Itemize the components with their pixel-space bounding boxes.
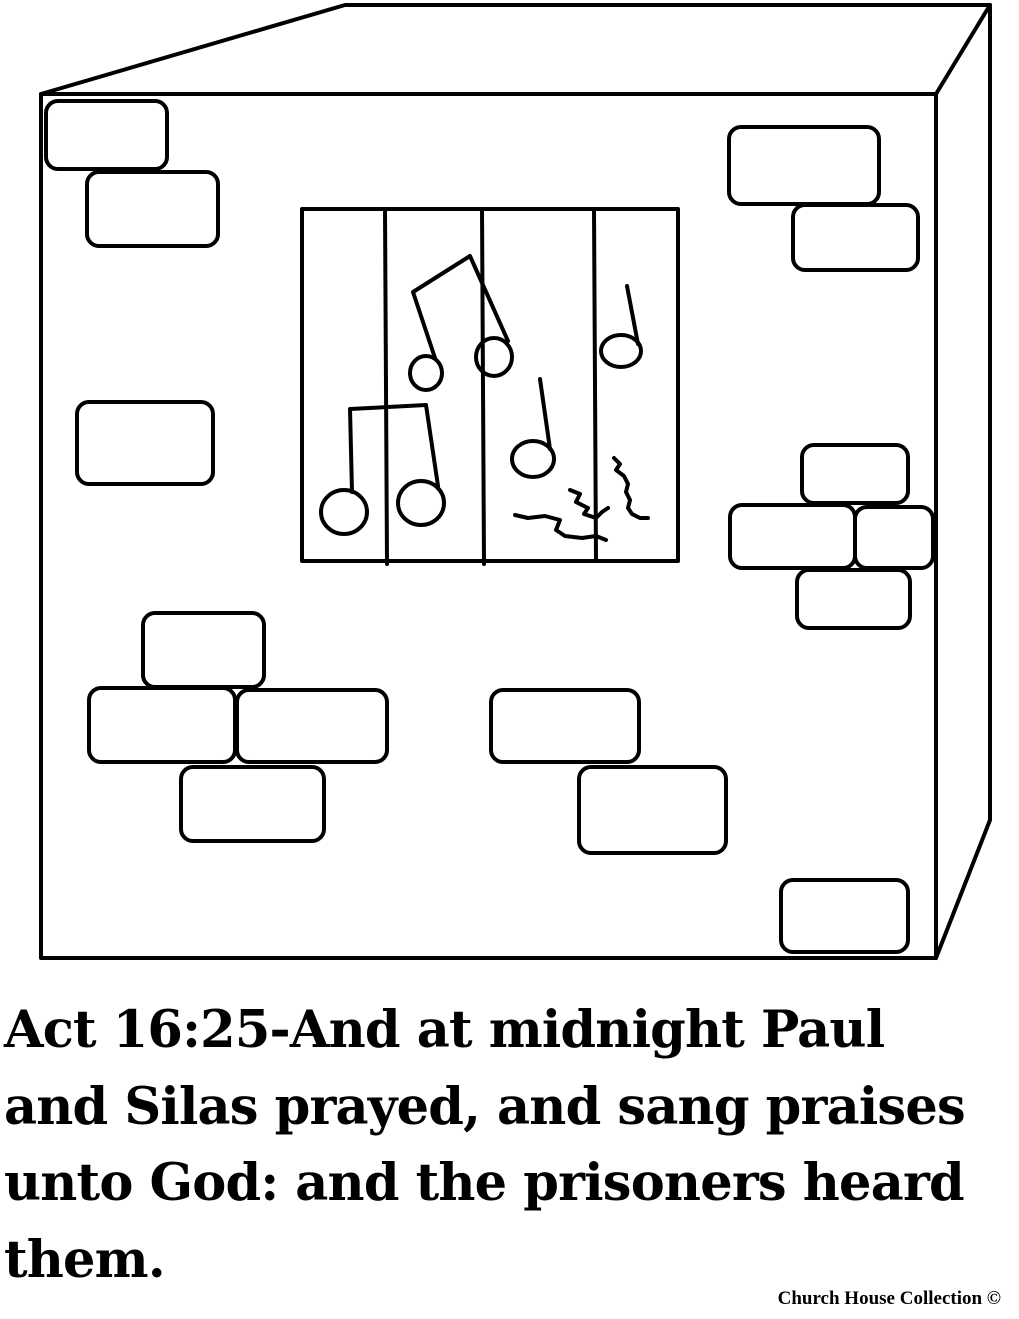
brick	[727, 125, 881, 206]
chain-icon	[568, 488, 610, 520]
prison-drawing	[39, 3, 992, 960]
copyright-credit: Church House Collection ©	[777, 1288, 1001, 1309]
brick	[577, 765, 728, 855]
prison-window	[300, 207, 680, 566]
brick	[85, 170, 220, 248]
verse-line: unto God: and the prisoners heard	[4, 1153, 965, 1213]
brick	[791, 203, 920, 272]
verse-line: them.	[4, 1229, 166, 1290]
chain-icon	[612, 456, 650, 520]
brick	[728, 503, 857, 570]
window-bar	[383, 207, 389, 566]
brick	[87, 686, 237, 764]
prison-block	[39, 3, 992, 960]
quarter-note-icon	[599, 284, 643, 369]
beamed-eighth-notes-icon	[319, 403, 446, 536]
verse-line: and Silas prayed, and sang praises	[4, 1076, 966, 1137]
brick	[44, 99, 169, 171]
chain-squiggles	[513, 456, 650, 542]
prison-front-face	[39, 92, 938, 960]
brick	[800, 443, 910, 505]
beamed-eighth-notes-icon	[408, 254, 514, 392]
brick	[235, 688, 389, 764]
verse-line: Act 16:25-And at midnight Paul	[4, 1000, 885, 1060]
brick	[489, 688, 641, 764]
bricks	[44, 99, 935, 954]
window-bar	[480, 207, 486, 566]
brick	[179, 765, 326, 843]
chain-icon	[513, 513, 608, 542]
brick	[141, 611, 266, 689]
verse-text: Act 16:25-And at midnight Paul and Silas…	[4, 992, 1016, 1298]
brick	[853, 505, 935, 570]
window-frame	[300, 207, 680, 563]
brick	[779, 878, 910, 954]
music-notes	[319, 254, 643, 536]
prison-side-face	[934, 3, 992, 960]
window-bar	[592, 207, 598, 563]
quarter-note-icon	[510, 377, 556, 479]
prison-top-face	[39, 3, 992, 96]
brick	[75, 400, 215, 486]
brick	[795, 568, 912, 630]
